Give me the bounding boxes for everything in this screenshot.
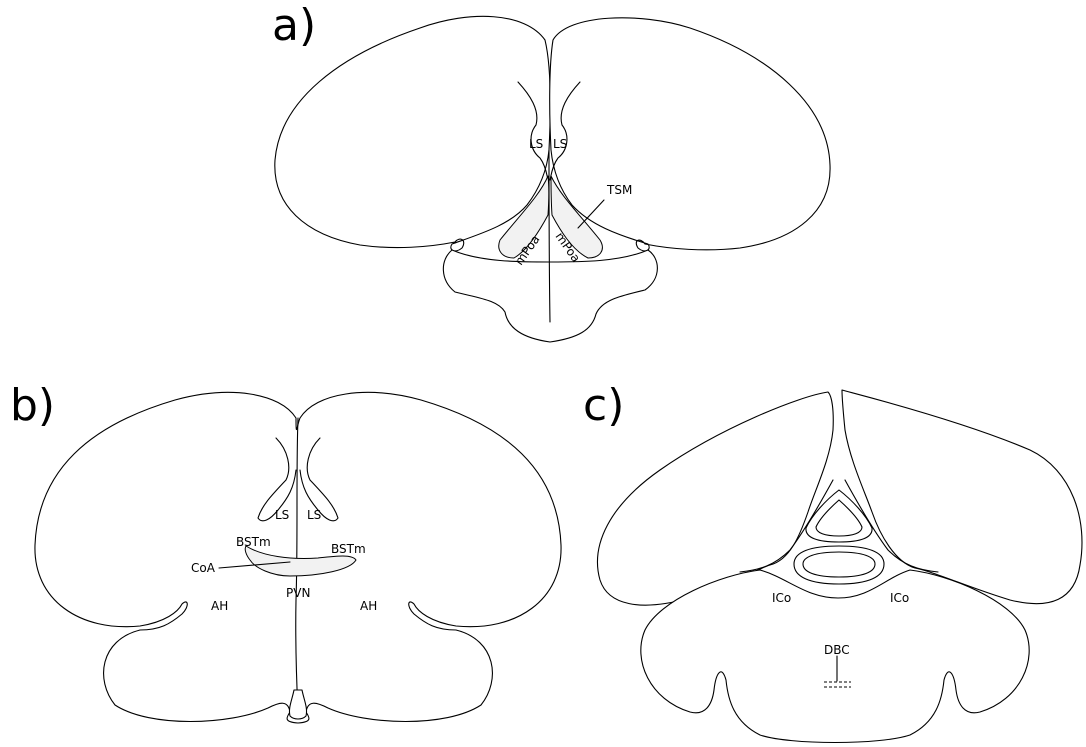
panel-b-label-coa: CoA bbox=[191, 561, 216, 575]
panel-b-letter: b) bbox=[10, 380, 55, 431]
panel-a-left-hemisphere bbox=[275, 16, 550, 251]
panel-a-label-ls-left: LS bbox=[529, 137, 543, 151]
panel-b-brain-outline bbox=[35, 392, 561, 723]
panel-c-label-ico-left: ICo bbox=[772, 591, 791, 605]
panel-b-label-bstm-left: BSTm bbox=[236, 535, 271, 549]
panel-c: c) ICo ICo DBC bbox=[583, 380, 1082, 743]
panel-c-label-ico-right: ICo bbox=[890, 591, 909, 605]
panel-b-label-bstm-right: BSTm bbox=[331, 542, 366, 556]
panel-a-midline bbox=[549, 150, 550, 322]
panel-a-letter: a) bbox=[272, 0, 316, 51]
panel-b-label-ls-left: LS bbox=[275, 508, 289, 522]
panel-b-label-ls-right: LS bbox=[307, 508, 321, 522]
panel-b: b) LS LS BSTm BSTm CoA PVN AH AH bbox=[10, 380, 561, 723]
panel-a-right-hemisphere bbox=[550, 18, 830, 251]
panel-b-label-ah-right: AH bbox=[360, 599, 377, 613]
panel-c-label-dbc: DBC bbox=[824, 643, 850, 657]
panel-a-ventral-lobe bbox=[443, 250, 657, 342]
panel-c-lower-ventricle-inner bbox=[803, 552, 875, 577]
panel-b-label-ah-left: AH bbox=[211, 599, 228, 613]
panel-a-label-ls-right: LS bbox=[553, 137, 567, 151]
panel-b-label-pvn: PVN bbox=[286, 586, 310, 600]
panel-c-letter: c) bbox=[583, 380, 624, 431]
panel-a: a) LS LS TSM mPoa mPoa bbox=[272, 0, 830, 342]
panel-a-label-tsm: TSM bbox=[606, 183, 632, 197]
